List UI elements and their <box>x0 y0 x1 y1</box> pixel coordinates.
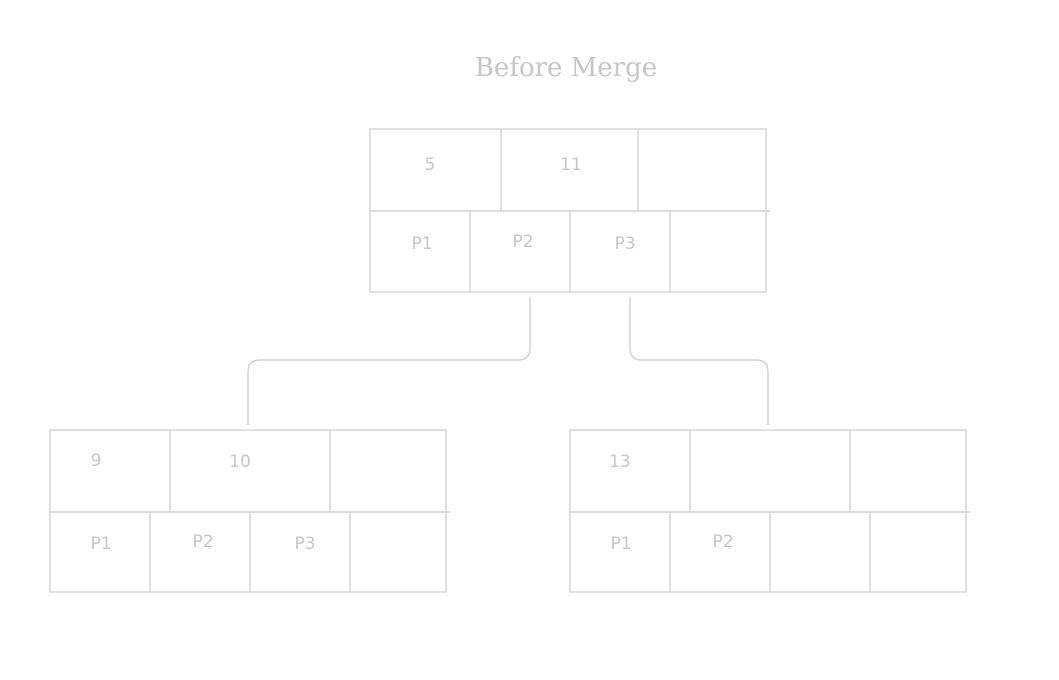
root-pointer-1: P1 <box>411 234 432 254</box>
right-pointer-2: P2 <box>712 532 733 552</box>
root-pointer-3: P3 <box>614 234 635 254</box>
root-node: 5 11 P1 P2 P3 <box>369 128 770 293</box>
left-key-2: 10 <box>229 452 251 472</box>
left-pointer-1: P1 <box>90 534 111 554</box>
right-pointer-1: P1 <box>610 534 631 554</box>
connector-root-p2-to-left <box>247 297 531 425</box>
left-node-outline <box>49 429 447 593</box>
left-key-1: 9 <box>91 451 102 471</box>
left-pointer-3: P3 <box>294 534 315 554</box>
left-child-node: 9 10 P1 P2 P3 <box>49 429 450 593</box>
root-pointer-2: P2 <box>512 232 533 252</box>
root-key-1: 5 <box>425 155 436 175</box>
diagram-title: Before Merge <box>475 53 657 83</box>
right-key-1: 13 <box>609 452 631 472</box>
right-child-node: 13 P1 P2 <box>569 429 970 593</box>
left-pointer-2: P2 <box>192 532 213 552</box>
right-node-outline <box>569 429 967 593</box>
connector-root-p3-to-right <box>629 297 769 425</box>
root-key-2: 11 <box>560 155 582 175</box>
